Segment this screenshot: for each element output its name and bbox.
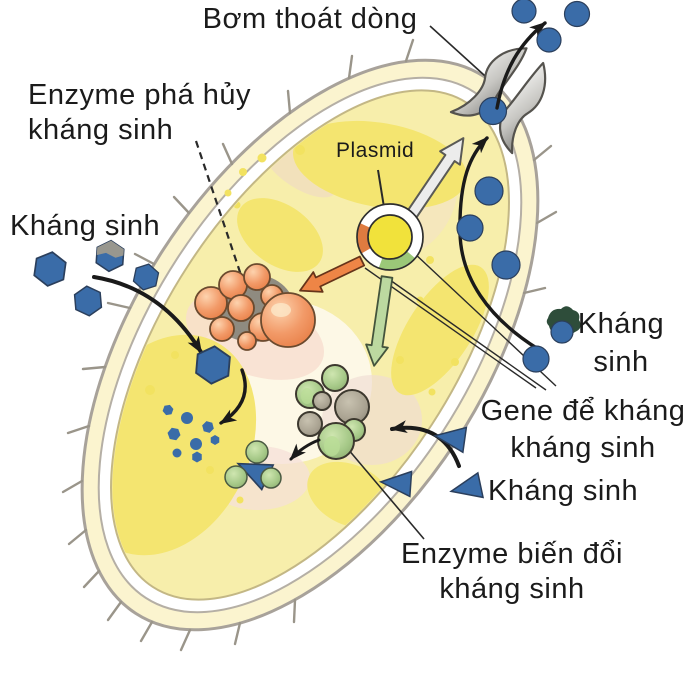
antibiotic-fragments (161, 403, 220, 464)
label-resistance-gene: Gene để kháng kháng sinh (480, 395, 686, 464)
label-enzyme-destroy: Enzyme phá hủy kháng sinh (28, 79, 252, 146)
label-efflux-pump: Bơm thoát dòng (202, 3, 418, 35)
pili (61, 38, 558, 652)
label-enzyme-modify: Enzyme biến đổi kháng sinh (401, 538, 623, 605)
plasmid-to-modify-arrow (365, 275, 394, 367)
antibiotic-in-pump (478, 96, 508, 126)
plasmid-to-destroy-arrow (299, 255, 366, 293)
destroy-enzyme-cluster (194, 263, 316, 351)
antibiotic-circles (456, 0, 591, 373)
product-arrow (289, 438, 321, 461)
pump-label-line (429, 25, 496, 86)
entry-arrow-left (92, 275, 203, 354)
label-antibiotic-bottom-right: Kháng sinh (488, 475, 639, 507)
wall-speckles (224, 153, 459, 396)
antibiotic-hexagons (32, 238, 232, 386)
destroy-label-line (194, 140, 248, 291)
label-antibiotic-left: Kháng sinh (10, 210, 161, 242)
entry-arrow-right (390, 420, 461, 468)
label-plasmid: Plasmid (336, 139, 415, 162)
pump-exit-arrow (495, 21, 547, 110)
degraded-antibiotic-hexagon (94, 238, 126, 274)
label-antibiotic-right: Kháng sinh (577, 308, 665, 378)
fragment-arrow (219, 368, 247, 425)
antibiotic-blob-icon (546, 306, 581, 344)
modify-enzyme-cluster (295, 364, 370, 460)
modify-label-line (341, 441, 425, 540)
modified-antibiotic-product (224, 440, 282, 491)
plasmid-ring (356, 203, 424, 271)
